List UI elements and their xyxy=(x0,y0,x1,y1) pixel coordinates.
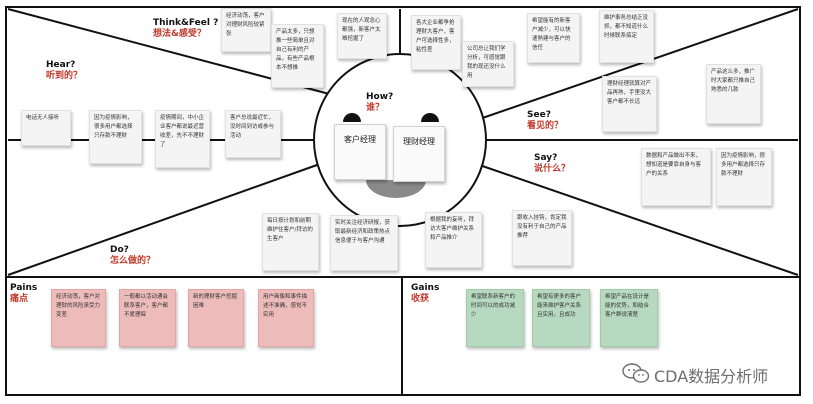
do-note: 实时关注经济研报，获取最新经济和政策热点信息便于与客户沟通 xyxy=(330,215,398,271)
hear-title-en: Hear? xyxy=(46,60,76,70)
pains-note: 经济动荡，客户对理财的风险承受力变差 xyxy=(51,289,106,347)
customer-manager-card: 客户经理 xyxy=(334,124,386,180)
gains-note: 希望联系新客户的时间可以的成功减少 xyxy=(466,289,524,347)
wechat-logo-icon xyxy=(622,363,650,383)
think-feel-note: 各大企业都争抢理财大客户，客户可选择性多，粘性差 xyxy=(411,15,461,70)
think-feel-note: 产品太多，只想推一些简单且对自己有利的产品，有些产品根本不想推 xyxy=(271,24,324,88)
say-title-cn: 说什么？ xyxy=(534,164,571,174)
think-feel-note: 希望能有的新客户减少，可以快速熟建与客户的信任 xyxy=(527,13,580,63)
say-note: 因为疫情影响，很多用户都选择只存款不理财 xyxy=(716,148,772,206)
customer-manager-label: 客户经理 xyxy=(344,135,376,144)
think-feel-note: 公司总让我们学分析，可感觉跟我的现还没什么用 xyxy=(462,41,514,87)
think-feel-note: 经济动荡，客户对理财风险较紧张 xyxy=(221,8,271,52)
how-title-cn: 谁？ xyxy=(366,103,385,113)
do-note: 每日按计划和前期维护住客户/拜访的生客户 xyxy=(262,213,319,271)
gains-title-en: Gains xyxy=(411,283,440,293)
hear-note: 电话无人接听 xyxy=(21,110,71,146)
pains-label: Pains 痛点 xyxy=(10,283,37,305)
pains-note: 一般都以活动通会联系客户，客户都不爱理睬 xyxy=(119,289,176,347)
say-note: 数据和产品做出不来，想知道是要靠自身与客户的关系 xyxy=(641,148,711,206)
do-title-en: Do? xyxy=(110,245,129,255)
see-label: See? 看见的？ xyxy=(527,110,563,132)
do-label: Do? 怎么做的？ xyxy=(110,245,155,267)
see-title-en: See? xyxy=(527,110,551,120)
gains-title-cn: 收获 xyxy=(411,294,430,304)
say-title-en: Say? xyxy=(534,153,558,163)
diagonal-top-right xyxy=(464,8,799,125)
see-note: 理财经理就算对产品再熟，手里没大客户都不长远 xyxy=(602,76,657,132)
hear-note: 因为疫情影响，很多用户都选择只存款不理财 xyxy=(89,110,142,164)
do-note: 跟收入挂钩，肯定我没有利于自己的产品推荐 xyxy=(512,210,572,266)
see-note: 维护事务总结乏没抓，都不知道什么时候联系搞定 xyxy=(599,10,654,63)
watermark-text: CDA数据分析师 xyxy=(654,367,769,386)
do-title-cn: 怎么做的？ xyxy=(110,256,156,266)
pains-title-cn: 痛点 xyxy=(10,294,29,304)
gains-note: 希望有更多的客户能来维护客户关系且实用，且成功 xyxy=(532,289,590,347)
finance-manager-label: 理财经理 xyxy=(403,137,435,146)
do-note: 根据我的妄听，拜访大客户维护关系和产品推介 xyxy=(425,212,482,268)
think-feel-label: Think&Feel ? 想法&感受？ xyxy=(153,18,218,40)
see-note: 产品这么多，推广时大家都只推自己熟悉的几款 xyxy=(706,64,761,124)
say-label: Say? 说什么？ xyxy=(534,153,570,175)
see-title-cn: 看见的？ xyxy=(527,121,564,131)
think-feel-note: 现在的人观念心都强，新客户太难挖掘了 xyxy=(337,13,387,59)
diagonal-bottom-left xyxy=(7,159,332,276)
left-eye-icon xyxy=(343,113,361,122)
hear-label: Hear? 听到的？ xyxy=(46,60,82,82)
pains-note: 用户画像和事件描述不准确，感觉不实用 xyxy=(258,289,314,347)
how-label: How? 谁？ xyxy=(366,92,393,114)
right-eye-icon xyxy=(421,113,439,122)
think-feel-title-en: Think&Feel ? xyxy=(153,18,219,28)
gains-label: Gains 收获 xyxy=(411,283,439,305)
pains-title-en: Pains xyxy=(10,283,38,293)
how-title-en: How? xyxy=(366,92,394,102)
think-feel-title-cn: 想法&感受？ xyxy=(153,29,206,39)
hear-note: 疫情期间，中小企业客户都说最近营收差，先不不理财了 xyxy=(155,110,210,168)
mouth-icon xyxy=(366,180,426,198)
gains-note: 希望产品在设计是能的优势，和结合客户群说清楚 xyxy=(600,289,658,347)
diagonal-bottom-right xyxy=(464,159,799,276)
hear-note: 客户总说最近忙，没时间到访或参与活动 xyxy=(225,110,281,158)
pains-note: 新的理财客户挖掘困难 xyxy=(188,289,244,347)
hear-title-cn: 听到的？ xyxy=(46,71,83,81)
finance-manager-card: 理财经理 xyxy=(393,126,445,182)
